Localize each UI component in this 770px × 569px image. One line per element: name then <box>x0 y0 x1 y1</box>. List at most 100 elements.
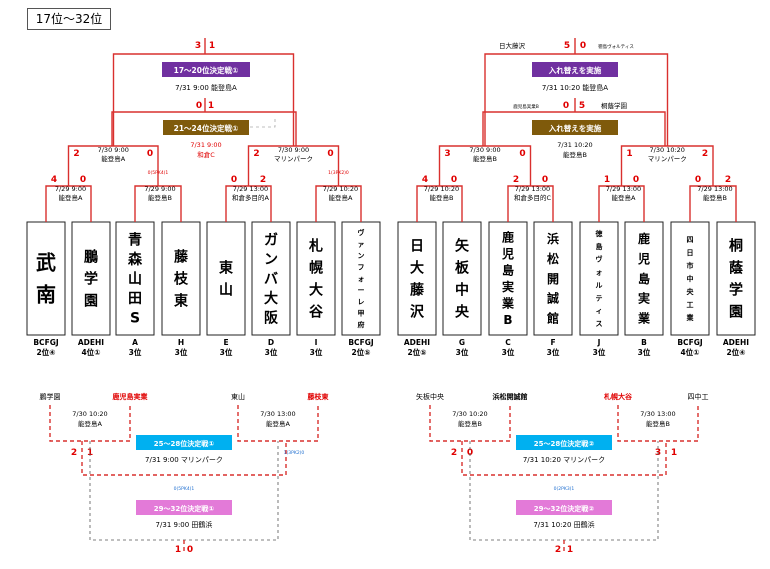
score-right: 2 <box>702 149 708 159</box>
score-right: 1 <box>208 101 214 111</box>
match-venue: マリンパーク <box>648 155 687 163</box>
score-left: 2 <box>555 545 561 555</box>
round-label: 17～20位決定戦① <box>174 65 239 75</box>
round-label-box <box>136 500 232 515</box>
team-name: 藤枝東 <box>173 249 189 310</box>
score-right: 5 <box>579 101 585 111</box>
team-rank: 2位⑤ <box>407 347 426 357</box>
score-right: 0 <box>451 175 457 185</box>
score-right: 0 <box>187 545 193 555</box>
match-venue: 能登島A <box>266 419 291 428</box>
score-left: 0 <box>563 101 569 111</box>
score-left: 5 <box>564 41 570 51</box>
team-rank: 3位 <box>547 347 560 357</box>
match-datetime: 7/31 10:20 <box>557 141 592 149</box>
team-group: H <box>178 338 184 347</box>
team-name: ガンバ大阪 <box>264 233 279 327</box>
team-group: ADEHI <box>723 338 749 347</box>
match-venue: 和倉C <box>197 150 215 159</box>
team-box <box>115 221 155 336</box>
match-datetime: 7/31 10:20 能登島A <box>542 83 608 92</box>
team-rank: 3位 <box>265 347 278 357</box>
pk-score: 0(5PK4)1 <box>174 486 195 492</box>
match-venue: 能登島B <box>458 419 482 428</box>
team-group: A <box>132 338 138 347</box>
team-name: 札幌大谷 <box>308 238 324 321</box>
team-label: 桐蔭学園 <box>601 101 627 110</box>
score-left: 4 <box>51 175 57 185</box>
team-label: 浜松開誠館 <box>493 392 528 401</box>
round-label: 29～32位決定戦① <box>154 504 214 513</box>
team-label: 矢板中央 <box>416 392 444 401</box>
round-label: 25～28位決定戦① <box>154 439 214 448</box>
match-datetime: 7/29 13:00 <box>233 185 268 193</box>
team-box <box>716 221 756 336</box>
score-right: 0 <box>327 149 333 159</box>
score-left: 1 <box>626 149 632 159</box>
round-label: 入れ替えを実施 <box>548 65 602 75</box>
score-left: 2 <box>71 448 77 458</box>
score-left: 3 <box>444 149 450 159</box>
team-label: 徳島ヴォルティス <box>598 43 634 50</box>
team-rank: 3位 <box>638 347 651 357</box>
score-left: 2 <box>73 149 79 159</box>
round-label-box <box>516 435 612 450</box>
team-box <box>161 221 201 336</box>
match-venue: 能登島A <box>329 193 354 202</box>
bottom-bracket <box>617 405 699 442</box>
match-datetime: 7/29 9:00 <box>55 185 86 193</box>
match-venue: 能登島A <box>101 154 126 163</box>
team-name: 鹿児島実業 <box>637 231 651 325</box>
score-right: 1 <box>567 545 573 555</box>
match-venue: 和倉多目的A <box>232 193 270 202</box>
match-venue: 和倉多目的C <box>514 193 552 202</box>
round-label-box <box>532 120 618 135</box>
team-group: E <box>223 338 228 347</box>
score-right: 2 <box>725 175 731 185</box>
match-datetime: 7/29 9:00 <box>144 185 175 193</box>
match-venue: 能登島A <box>59 193 84 202</box>
score-left: 2 <box>253 149 259 159</box>
round-label: 29～32位決定戦② <box>534 504 594 513</box>
match-datetime: 7/30 9:00 <box>469 146 500 154</box>
score-left: 1 <box>175 545 181 555</box>
team-label: 鹿児島実業B <box>513 103 539 110</box>
team-group: J <box>597 338 601 347</box>
score-right: 0 <box>519 149 525 159</box>
match-datetime: 7/30 9:00 <box>98 146 129 154</box>
match-venue: 能登島B <box>430 193 454 202</box>
team-group: B <box>641 338 647 347</box>
round-label: 入れ替えを実施 <box>548 123 602 133</box>
team-group: ADEHI <box>78 338 104 347</box>
team-label: 鵬学園 <box>40 392 61 401</box>
team-group: G <box>459 338 465 347</box>
match-venue: 能登島B <box>473 154 497 163</box>
team-group: C <box>505 338 511 347</box>
score-right: 1 <box>209 41 215 51</box>
bottom-bracket <box>81 441 287 476</box>
team-group: BCFGJ <box>33 338 59 347</box>
round-label-box <box>163 120 249 135</box>
team-box <box>579 221 619 336</box>
match-datetime: 7/31 9:00 田鶴浜 <box>156 520 213 529</box>
team-label: 藤枝東 <box>307 392 330 401</box>
match-datetime: 7/31 9:00 能登島A <box>175 83 237 92</box>
match-datetime: 7/31 10:20 田鶴浜 <box>533 520 594 529</box>
score-left: 0 <box>695 175 701 185</box>
bottom-bracket <box>49 405 131 442</box>
team-name: 矢板中央 <box>455 238 470 321</box>
team-rank: 3位 <box>593 347 606 357</box>
team-name: 武南 <box>36 251 56 307</box>
score-left: 0 <box>231 175 237 185</box>
round-label-box <box>136 435 232 450</box>
match-venue: 能登島B <box>148 193 172 202</box>
team-name: 東山 <box>219 260 233 299</box>
match-venue: マリンパーク <box>274 155 313 163</box>
team-box <box>397 221 437 336</box>
team-name: 桐蔭学園 <box>729 238 744 321</box>
team-box <box>206 221 246 336</box>
team-rank: 2位④ <box>726 347 745 357</box>
match-venue: 能登島B <box>646 419 670 428</box>
